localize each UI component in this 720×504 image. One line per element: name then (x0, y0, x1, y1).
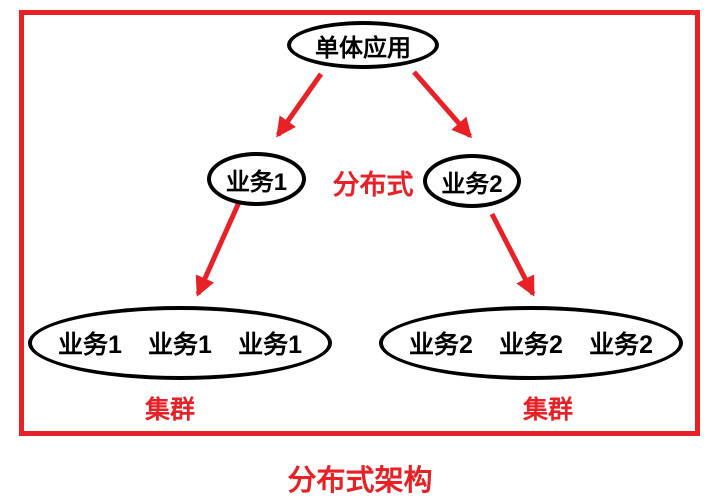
cluster1-item: 业务1 (148, 331, 212, 359)
label-cluster-right: 集群 (522, 396, 573, 424)
cluster2-item: 业务2 (589, 331, 653, 359)
node-monolith-app: 单体应用 (287, 21, 439, 69)
diagram-caption: 分布式架构 (287, 465, 433, 497)
node-monolith-app-label: 单体应用 (315, 34, 411, 62)
cluster1-item: 业务1 (238, 331, 302, 359)
label-distributed: 分布式 (332, 170, 414, 200)
label-cluster-left: 集群 (144, 396, 195, 424)
diagram-border-frame (19, 10, 700, 436)
node-cluster2: 业务2 业务2 业务2 (379, 306, 683, 380)
cluster2-item: 业务2 (499, 331, 563, 359)
node-cluster1: 业务1 业务1 业务1 (28, 306, 332, 380)
node-service1-label: 业务1 (225, 168, 288, 196)
node-service2: 业务2 (423, 154, 521, 208)
cluster1-item: 业务1 (58, 331, 122, 359)
cluster2-item: 业务2 (409, 331, 473, 359)
node-service1: 业务1 (207, 152, 306, 206)
node-service2-label: 业务2 (441, 170, 503, 198)
